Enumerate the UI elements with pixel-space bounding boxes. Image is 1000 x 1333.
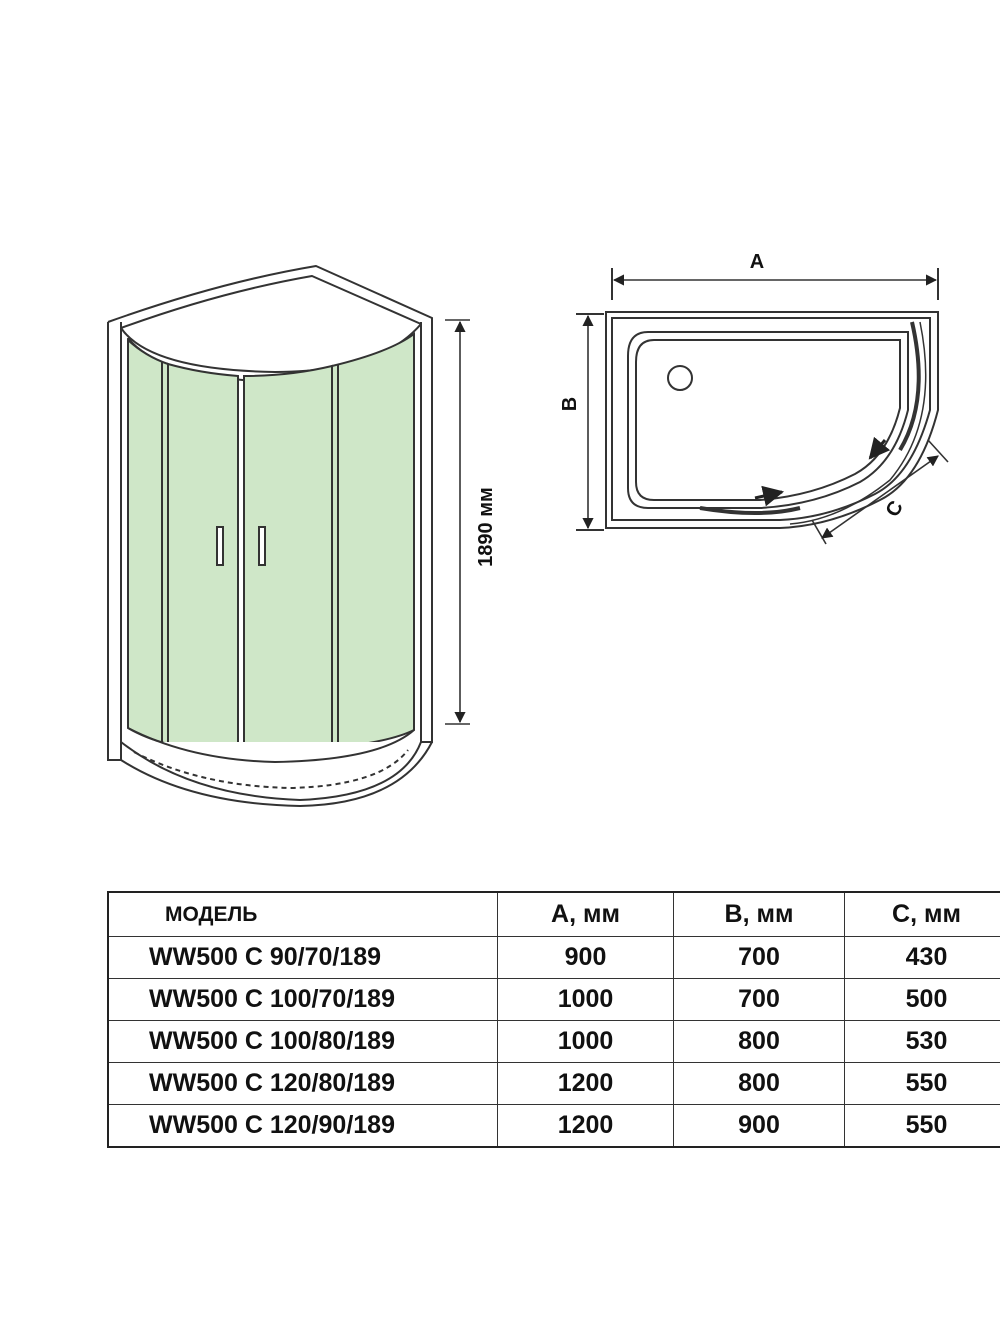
cell-c: 550 (844, 1062, 1000, 1105)
cell-b: 700 (673, 978, 845, 1021)
cabin-left-post (107, 322, 122, 761)
cell-a: 900 (497, 936, 674, 979)
cell-b: 900 (673, 1104, 845, 1148)
height-dimension (445, 319, 470, 725)
cell-c: 500 (844, 978, 1000, 1021)
label-a: A (750, 251, 764, 273)
dimension-c (811, 439, 949, 545)
dimension-c-line (821, 455, 939, 539)
cell-model: WW500 C 100/70/189 (107, 978, 498, 1021)
tray-basin (627, 331, 909, 509)
drain-icon (667, 365, 693, 391)
table-row: WW500 C 100/80/189 1000 800 530 (107, 1020, 1000, 1063)
header-a: A, мм (497, 891, 674, 937)
cell-model: WW500 C 120/90/189 (107, 1104, 498, 1148)
cell-a: 1200 (497, 1062, 674, 1105)
cell-model: WW500 C 100/80/189 (107, 1020, 498, 1063)
technical-drawing: 1890 мм A B C (107, 251, 949, 808)
shower-cabin-front-view (107, 264, 433, 808)
cell-model: WW500 C 90/70/189 (107, 936, 498, 979)
cell-a: 1000 (497, 978, 674, 1021)
cabin-right-post (420, 322, 433, 743)
cell-a: 1200 (497, 1104, 674, 1148)
shower-cabin-plan-view (576, 268, 939, 531)
cell-a: 1000 (497, 1020, 674, 1063)
cell-b: 800 (673, 1062, 845, 1105)
header-b: B, мм (673, 891, 845, 937)
cell-b: 700 (673, 936, 845, 979)
label-b: B (559, 397, 581, 411)
cabin-top-frame (107, 264, 433, 323)
door-handle-right (258, 526, 266, 566)
table-row: WW500 C 100/70/189 1000 700 500 (107, 978, 1000, 1021)
header-c: C, мм (844, 891, 1000, 937)
table-row: WW500 C 90/70/189 900 700 430 (107, 936, 1000, 979)
table-header-row: МОДЕЛЬ A, мм B, мм C, мм (107, 891, 1000, 937)
cell-b: 800 (673, 1020, 845, 1063)
header-model: МОДЕЛЬ (107, 891, 498, 937)
table-row: WW500 C 120/80/189 1200 800 550 (107, 1062, 1000, 1105)
glass-panel-right-outer (331, 332, 415, 750)
height-label: 1890 мм (475, 487, 497, 567)
door-handle-left (216, 526, 224, 566)
cell-c: 550 (844, 1104, 1000, 1148)
cell-model: WW500 C 120/80/189 (107, 1062, 498, 1105)
cell-c: 530 (844, 1020, 1000, 1063)
label-c: C (882, 497, 908, 521)
glass-panel-right-door (243, 364, 333, 752)
door-slide-arrows (754, 436, 891, 507)
dimensions-table: МОДЕЛЬ A, мм B, мм C, мм WW500 C 90/70/1… (107, 891, 1000, 1148)
glass-panel-left-door (167, 362, 239, 752)
cell-c: 430 (844, 936, 1000, 979)
table-row: WW500 C 120/90/189 1200 900 550 (107, 1104, 1000, 1148)
